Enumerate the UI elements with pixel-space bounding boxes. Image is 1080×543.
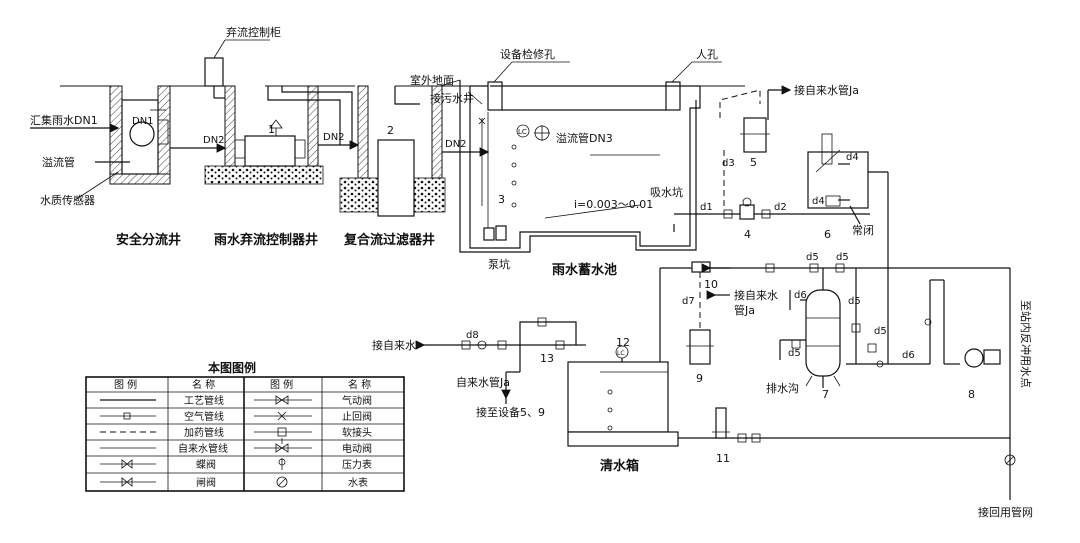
dn1-inner-label: DN1 [132,116,154,127]
legend-header-3: 图 例 [270,378,293,391]
maintenance-hole-label: 设备检修孔 [500,47,555,61]
d4b-label: d4 [812,196,825,207]
legend-left-name: 自来水管线 [178,442,228,455]
d4a-label: d4 [846,152,859,163]
legend-right-name: 止回阀 [342,410,372,423]
lc2-label: LC [617,350,625,357]
safety-diversion-well [109,85,171,185]
pump-pit-label: 泵坑 [488,257,510,271]
legend-right-name: 压力表 [342,458,372,471]
legend [85,376,405,492]
legend-right-name: 气动阀 [342,394,372,407]
dn1-pipe-section [129,121,155,147]
legend-right-name: 电动阀 [342,442,372,455]
dn2-c-label: DN2 [445,139,467,150]
legend-left-name: 闸阀 [196,476,216,489]
clear-water-tank [415,317,1010,447]
quality-sensor-label: 水质传感器 [40,194,95,207]
manhole-label: 人孔 [696,48,718,61]
d5d-label: d5 [874,326,887,337]
legend-right-name: 软接头 [342,426,372,439]
equipment-7-8-9-10 [659,261,1016,500]
equipment-text-labels: 接自来水管Ja d1 d2 d3 d4 d4 4 5 6 常闭 d5 d5 d5… [372,83,1033,519]
reuse-network-label: 接回用管网 [978,505,1033,519]
legend-right-name: 水表 [348,476,368,489]
legend-header-1: 图 例 [114,378,137,391]
dn2-a-label: DN2 [203,135,225,146]
d2-label: d2 [774,202,787,213]
slope-label: i=0.003～0.01 [574,198,653,211]
outdoor-ground-label: 室外地面 [410,73,454,87]
legend-left-name: 工艺管线 [184,394,224,407]
dn2-b-label: DN2 [323,132,345,143]
legend-header-2: 名 称 [192,378,215,391]
d5a-label: d5 [806,252,819,263]
sewage-well-label: 接污水井 [430,91,474,105]
inflow-label: 汇集雨水DN1 [30,113,98,127]
item-1-label: 1 [268,123,275,136]
diversion-control-well [204,57,353,185]
suction-pit-label: 吸水坑 [650,185,683,199]
overflow-pipe-label: 溢流管 [42,155,75,169]
tap-top-label: 接自来水管Ja [794,83,859,97]
item-4-label: 4 [744,228,751,241]
legend-header-4: 名 称 [348,378,371,391]
control-well-title: 雨水弃流控制器井 [214,232,318,248]
item-9-label: 9 [696,372,703,385]
d6a-label: d6 [794,290,807,301]
filter-well [339,85,446,217]
item-13-label: 13 [540,352,554,365]
d5c-label: d5 [848,296,861,307]
tap-mid-label-1: 接自来水 [734,289,778,302]
d1-label: d1 [700,202,713,213]
d5b-label: d5 [836,252,849,263]
drain-ditch-label: 排水沟 [766,381,799,395]
legend-title: 本图图例 [208,360,256,375]
control-cabinet-label: 弃流控制柜 [226,25,281,39]
legend-left-name: 空气管线 [184,410,224,423]
filter-well-title: 复合流过滤器井 [343,232,435,248]
item-6-label: 6 [824,228,831,241]
d5e-label: d5 [788,348,801,359]
item-5-label: 5 [750,156,757,169]
d6b-label: d6 [902,350,915,361]
backwash-point-label: 至站内反冲用水点 [1019,300,1033,388]
well-text-labels: 汇集雨水DN1 溢流管 水质传感器 DN1 安全分流井 弃流控制柜 DN2 DN… [30,25,718,278]
tap-mid-label-2: 管Ja [734,303,755,317]
item-3-label: 3 [498,193,505,206]
to-equipment-label: 接至设备5、9 [476,405,545,419]
clear-tank-title: 清水箱 [600,458,639,474]
safety-well-title: 安全分流井 [116,232,181,248]
legend-left-name: 加药管线 [184,426,224,439]
tap-in-label: 接自来水 [372,339,416,352]
item-12-label: 12 [616,336,630,349]
item-10-label: 10 [704,278,718,291]
sensor-leader [74,171,119,201]
overflow-dn3-label: 溢流管DN3 [556,131,613,145]
cabinet-leader [213,39,226,59]
d3-label: d3 [722,158,735,169]
item-11-label: 11 [716,452,730,465]
d7-label: d7 [682,296,695,307]
control-cabinet-box [204,57,224,87]
legend-left-name: 蝶阀 [196,458,216,471]
tap-pipe-label: 自来水管Ja [456,375,510,389]
d8-label: d8 [466,330,479,341]
legend-text: 本图图例 图 例 名 称 图 例 名 称 工艺管线 空气管线 加药管线 自来水管… [114,360,372,489]
equipment-4-5-6 [674,85,889,264]
item-8-label: 8 [968,388,975,401]
storage-tank-title: 雨水蓄水池 [552,262,617,278]
lc-label: LC [518,128,527,136]
normally-closed-label: 常闭 [852,224,874,237]
item-7-label: 7 [822,388,829,401]
item-2-label: 2 [387,124,394,137]
rainwater-storage-tank [459,80,701,253]
